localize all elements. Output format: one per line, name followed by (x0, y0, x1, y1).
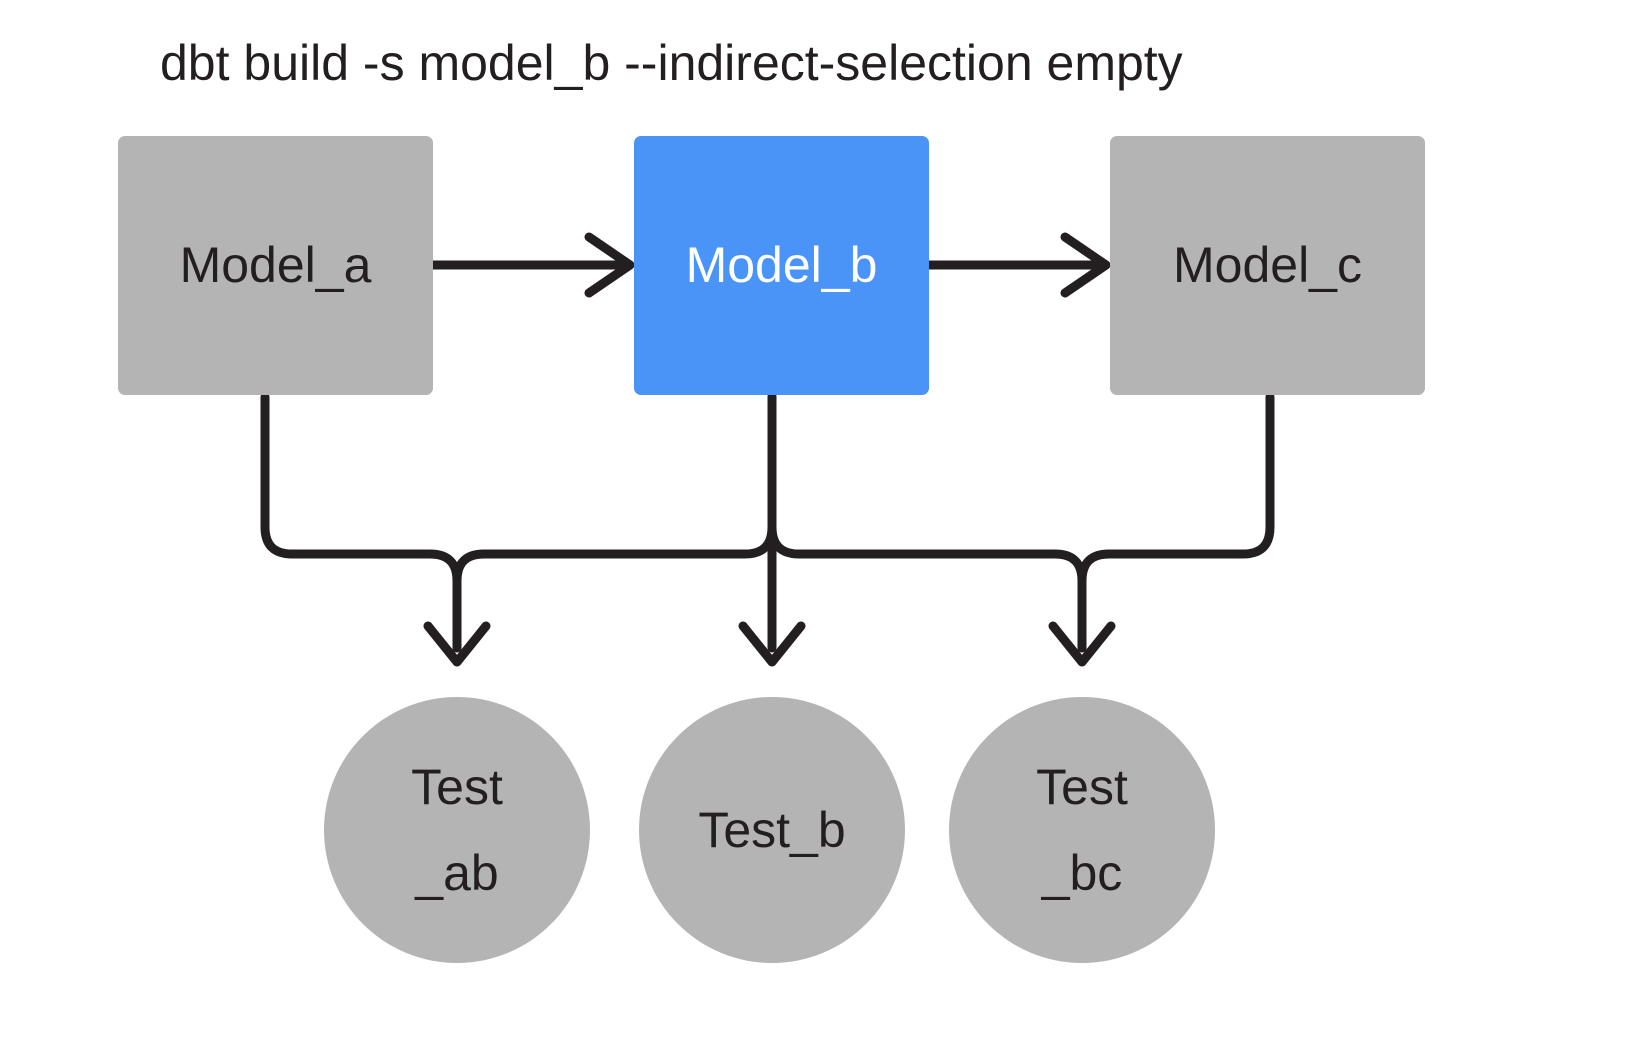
arrowhead-test-ab (423, 621, 491, 667)
edge-model-b-to-test-ab (452, 392, 777, 653)
arrowhead-test-b (738, 621, 806, 667)
edge-model-b-to-test-bc (767, 392, 1087, 653)
node-model-a-label: Model_a (179, 237, 372, 294)
edge-model-b-to-model-c (924, 232, 1111, 298)
node-model-c-label: Model_c (1173, 237, 1362, 294)
node-test-ab[interactable]: Test _ab (324, 697, 590, 963)
node-test-b-label-line-1: Test_b (698, 802, 846, 858)
node-test-bc[interactable]: Test _bc (949, 697, 1215, 963)
node-test-ab-label-line-1: Test (411, 759, 503, 815)
edge-model-a-to-model-b (428, 232, 635, 298)
node-test-bc-label-line-1: Test (1036, 759, 1128, 815)
node-test-bc-label-line-2: _bc (1041, 845, 1123, 901)
node-test-ab-label-line-2: _ab (415, 845, 499, 901)
edge-model-c-to-test-bc (1077, 392, 1275, 653)
node-test-b[interactable]: Test_b (639, 697, 905, 963)
arrowhead-test-bc (1048, 621, 1116, 667)
diagram-title: dbt build -s model_b --indirect-selectio… (160, 35, 1183, 91)
node-model-c[interactable]: Model_c (1110, 136, 1425, 395)
node-model-b[interactable]: Model_b (634, 136, 929, 395)
node-model-a[interactable]: Model_a (118, 136, 433, 395)
edge-model-a-to-test-ab (260, 392, 462, 653)
node-model-b-label: Model_b (685, 237, 878, 294)
